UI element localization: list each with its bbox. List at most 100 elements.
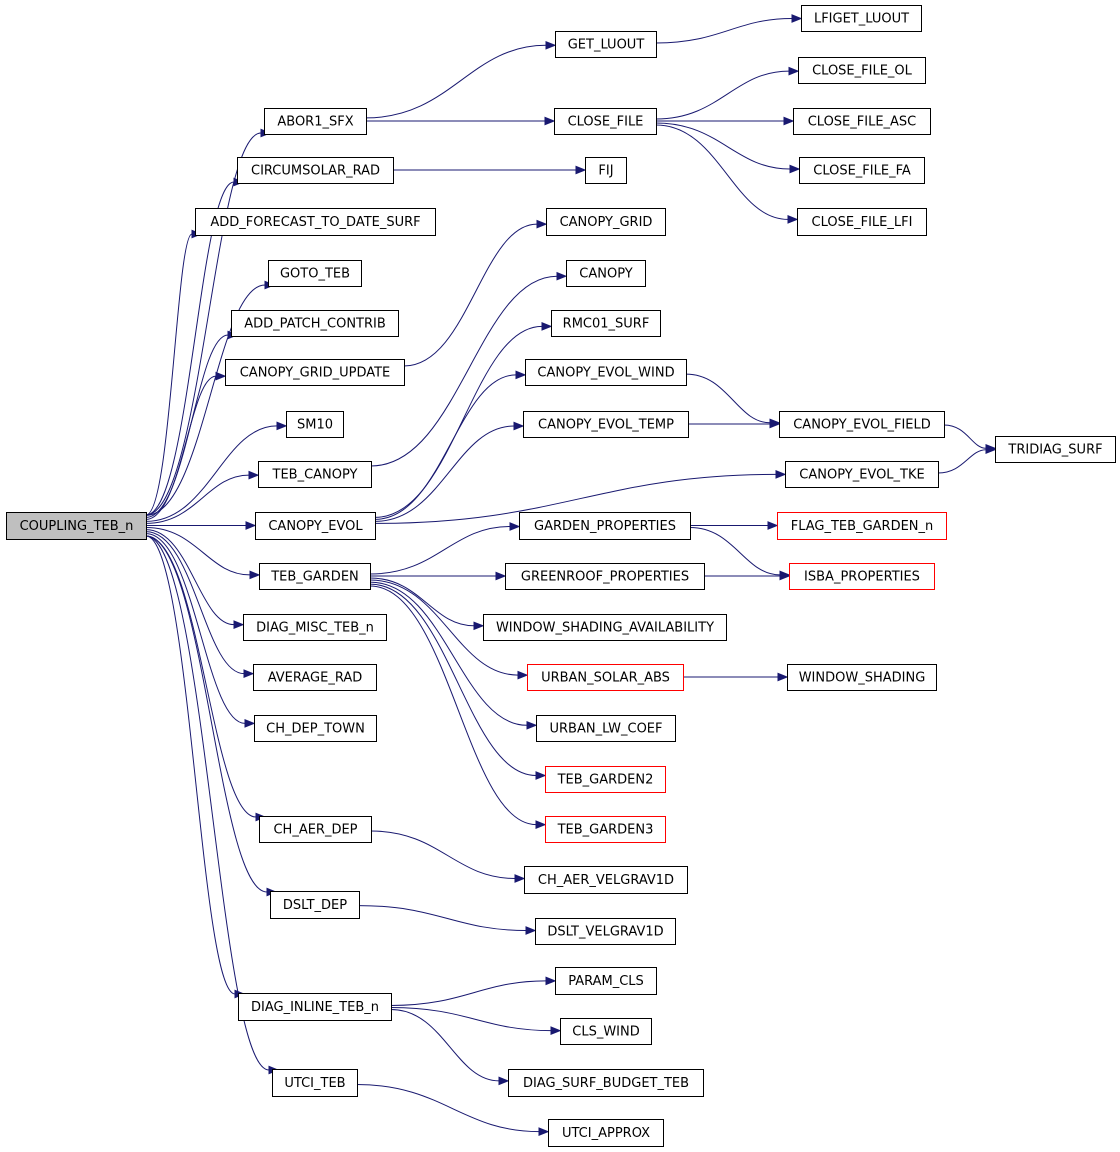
arrowhead-icon bbox=[473, 621, 485, 631]
edge-line bbox=[370, 830, 516, 879]
node-label: WINDOW_SHADING bbox=[799, 671, 926, 686]
node-utci-approx[interactable]: UTCI_APPROX bbox=[548, 1119, 664, 1147]
edge-line bbox=[145, 425, 278, 522]
arrowhead-icon bbox=[791, 14, 803, 23]
node-canopy-evol-temp[interactable]: CANOPY_EVOL_TEMP bbox=[523, 411, 689, 438]
node-urban-solar-abs[interactable]: URBAN_SOLAR_ABS bbox=[527, 664, 684, 691]
node-window-shading[interactable]: WINDOW_SHADING bbox=[787, 664, 937, 691]
arrowhead-icon bbox=[514, 874, 526, 883]
node-dslt-velgrav1d[interactable]: DSLT_VELGRAV1D bbox=[535, 918, 676, 945]
node-box bbox=[259, 816, 372, 843]
node-close-file-lfi[interactable]: CLOSE_FILE_LFI bbox=[797, 208, 927, 236]
node-abor1-sfx[interactable]: ABOR1_SFX bbox=[264, 108, 367, 135]
edge-line bbox=[655, 124, 789, 220]
node-canopy-evol-field[interactable]: CANOPY_EVOL_FIELD bbox=[779, 411, 945, 438]
arrowhead-icon bbox=[550, 1026, 562, 1035]
node-canopy-evol[interactable]: CANOPY_EVOL bbox=[255, 512, 376, 540]
node-utci-teb[interactable]: UTCI_TEB bbox=[272, 1069, 358, 1097]
node-box bbox=[272, 1069, 358, 1097]
edge-diag-inline-teb-n-to-param-cls bbox=[390, 976, 557, 1006]
node-close-file-asc[interactable]: CLOSE_FILE_ASC bbox=[793, 108, 931, 135]
node-label: CH_AER_VELGRAV1D bbox=[538, 873, 674, 888]
edge-line bbox=[369, 581, 528, 726]
node-dslt-dep[interactable]: DSLT_DEP bbox=[270, 891, 360, 919]
node-label: RMC01_SURF bbox=[563, 317, 650, 332]
node-box bbox=[286, 411, 344, 438]
node-ch-aer-velgrav1d[interactable]: CH_AER_VELGRAV1D bbox=[524, 866, 688, 894]
edge-line bbox=[403, 223, 538, 367]
node-window-shading-availability[interactable]: WINDOW_SHADING_AVAILABILITY bbox=[483, 614, 727, 641]
node-box bbox=[555, 967, 657, 995]
edge-canopy-evol-temp-to-canopy-evol-field bbox=[688, 419, 781, 429]
edge-teb-garden-to-garden-properties bbox=[369, 522, 521, 575]
node-teb-canopy[interactable]: TEB_CANOPY bbox=[258, 461, 372, 488]
node-box bbox=[801, 5, 922, 32]
node-rmc01-surf[interactable]: RMC01_SURF bbox=[551, 310, 661, 337]
edge-line bbox=[390, 1007, 552, 1032]
node-label: CANOPY bbox=[579, 267, 632, 282]
edge-coupling-teb-n-to-teb-garden bbox=[145, 527, 261, 580]
node-tridiag-surf[interactable]: TRIDIAG_SURF bbox=[995, 436, 1116, 463]
node-add-forecast-to-date-surf[interactable]: ADD_FORECAST_TO_DATE_SURF bbox=[195, 208, 436, 236]
node-canopy-grid[interactable]: CANOPY_GRID bbox=[546, 208, 666, 236]
node-param-cls[interactable]: PARAM_CLS bbox=[555, 967, 657, 995]
arrowhead-icon bbox=[526, 720, 538, 730]
edge-canopy-evol-tke-to-tridiag-surf bbox=[937, 445, 997, 474]
node-teb-garden2[interactable]: TEB_GARDEN2 bbox=[545, 766, 666, 793]
node-diag-surf-budget-teb[interactable]: DIAG_SURF_BUDGET_TEB bbox=[508, 1069, 704, 1097]
node-canopy-evol-tke[interactable]: CANOPY_EVOL_TKE bbox=[785, 461, 939, 488]
node-box bbox=[258, 461, 372, 488]
node-close-file-fa[interactable]: CLOSE_FILE_FA bbox=[799, 157, 925, 184]
node-ch-dep-town[interactable]: CH_DEP_TOWN bbox=[254, 715, 377, 742]
node-goto-teb[interactable]: GOTO_TEB bbox=[268, 260, 362, 287]
node-diag-inline-teb-n[interactable]: DIAG_INLINE_TEB_n bbox=[238, 993, 392, 1021]
node-get-luout[interactable]: GET_LUOUT bbox=[555, 31, 657, 58]
arrowhead-icon bbox=[515, 370, 527, 380]
edge-line bbox=[145, 527, 251, 576]
node-lfiget-luout[interactable]: LFIGET_LUOUT bbox=[801, 5, 922, 32]
edge-line bbox=[145, 181, 235, 516]
edge-diag-inline-teb-n-to-diag-surf-budget-teb bbox=[390, 1009, 510, 1086]
node-label: ABOR1_SFX bbox=[277, 115, 353, 130]
node-greenroof-properties[interactable]: GREENROOF_PROPERTIES bbox=[505, 563, 705, 590]
node-teb-garden[interactable]: TEB_GARDEN bbox=[259, 563, 371, 590]
node-coupling-teb-n[interactable]: COUPLING_TEB_n bbox=[6, 512, 147, 540]
node-garden-properties[interactable]: GARDEN_PROPERTIES bbox=[519, 512, 691, 540]
node-box bbox=[535, 918, 676, 945]
node-average-rad[interactable]: AVERAGE_RAD bbox=[253, 664, 377, 691]
node-teb-garden3[interactable]: TEB_GARDEN3 bbox=[545, 816, 666, 843]
node-label: CLOSE_FILE_OL bbox=[812, 64, 913, 79]
node-close-file[interactable]: CLOSE_FILE bbox=[554, 108, 657, 135]
edge-line bbox=[369, 583, 537, 776]
node-ch-aer-dep[interactable]: CH_AER_DEP bbox=[259, 816, 372, 843]
node-canopy[interactable]: CANOPY bbox=[566, 260, 646, 287]
node-box bbox=[995, 436, 1116, 463]
node-label: TEB_GARDEN2 bbox=[557, 773, 654, 788]
node-cls-wind[interactable]: CLS_WIND bbox=[560, 1018, 652, 1045]
node-flag-teb-garden-n[interactable]: FLAG_TEB_GARDEN_n bbox=[777, 512, 947, 540]
edge-abor1-sfx-to-get-luout bbox=[365, 40, 557, 119]
edge-line bbox=[358, 905, 527, 931]
node-urban-lw-coef[interactable]: URBAN_LW_COEF bbox=[536, 715, 676, 742]
node-fij[interactable]: FIJ bbox=[585, 157, 627, 184]
node-label: GREENROOF_PROPERTIES bbox=[521, 570, 689, 585]
node-diag-misc-teb-n[interactable]: DIAG_MISC_TEB_n bbox=[243, 614, 387, 641]
node-circumsolar-rad[interactable]: CIRCUMSOLAR_RAD bbox=[237, 157, 394, 184]
node-close-file-ol[interactable]: CLOSE_FILE_OL bbox=[798, 57, 926, 84]
node-sm10[interactable]: SM10 bbox=[286, 411, 344, 438]
node-label: TEB_GARDEN3 bbox=[557, 823, 654, 838]
arrowhead-icon bbox=[779, 571, 791, 581]
node-isba-properties[interactable]: ISBA_PROPERTIES bbox=[789, 563, 935, 590]
node-canopy-grid-update[interactable]: CANOPY_GRID_UPDATE bbox=[225, 359, 405, 386]
node-box bbox=[225, 359, 405, 386]
edge-abor1-sfx-to-close-file bbox=[366, 116, 556, 126]
edge-line bbox=[370, 275, 558, 467]
node-label: TEB_CANOPY bbox=[272, 468, 358, 483]
node-label: TRIDIAG_SURF bbox=[1007, 443, 1102, 458]
node-label: FIJ bbox=[598, 164, 613, 179]
node-box bbox=[555, 31, 657, 58]
node-add-patch-contrib[interactable]: ADD_PATCH_CONTRIB bbox=[231, 310, 399, 337]
edge-line bbox=[374, 325, 543, 518]
node-canopy-evol-wind[interactable]: CANOPY_EVOL_WIND bbox=[525, 359, 687, 386]
